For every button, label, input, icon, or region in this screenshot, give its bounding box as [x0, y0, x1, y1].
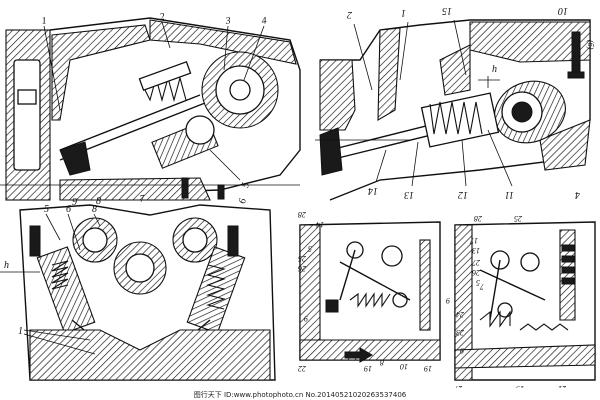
svg-text:6: 6 [237, 198, 249, 205]
svg-text:26: 26 [298, 264, 306, 273]
svg-text:27: 27 [471, 258, 480, 267]
svg-text:10: 10 [400, 362, 408, 371]
svg-text:13: 13 [472, 246, 480, 255]
svg-text:5: 5 [240, 182, 252, 189]
svg-text:15: 15 [442, 5, 452, 16]
svg-text:5: 5 [476, 278, 480, 287]
panel-bottom-left: 5 6 8 h 1 [0, 204, 276, 381]
svg-text:2: 2 [159, 11, 165, 23]
svg-text:1: 1 [41, 15, 47, 27]
watermark-band [0, 388, 600, 400]
svg-text:22: 22 [298, 364, 306, 373]
svg-text:25: 25 [298, 254, 306, 263]
svg-text:7: 7 [139, 193, 146, 205]
svg-text:10: 10 [558, 5, 568, 16]
svg-text:12: 12 [458, 189, 468, 200]
svg-text:19: 19 [424, 364, 432, 373]
svg-text:8: 8 [380, 358, 384, 367]
svg-text:13: 13 [404, 189, 414, 200]
svg-text:h: h [4, 260, 9, 271]
svg-text:28: 28 [298, 210, 306, 219]
svg-text:26: 26 [472, 268, 480, 277]
svg-text:23: 23 [456, 328, 464, 337]
svg-text:5: 5 [308, 244, 312, 253]
svg-text:6: 6 [66, 204, 71, 215]
svg-text:25: 25 [514, 214, 522, 223]
panel-top-left: 1 2 3 4 5 6 7 8 9 [0, 11, 301, 208]
svg-text:9: 9 [304, 314, 308, 323]
svg-text:28: 28 [474, 214, 482, 223]
svg-text:3: 3 [224, 15, 231, 27]
panel-bottom-right: 28 17 13 27 26 5 24 23 9 27 7 19 21 25 [453, 214, 596, 393]
svg-text:h: h [492, 64, 497, 75]
svg-text:2: 2 [347, 9, 352, 20]
svg-text:1: 1 [401, 7, 406, 18]
svg-text:4: 4 [575, 189, 580, 200]
svg-text:4: 4 [261, 15, 267, 27]
svg-text:9: 9 [446, 296, 450, 305]
panel-top-right: 2 1 15 10 (б) h 11 12 13 14 4 [315, 5, 595, 201]
svg-text:19: 19 [364, 364, 372, 373]
svg-text:14: 14 [368, 185, 378, 196]
svg-text:1: 1 [18, 326, 23, 337]
svg-text:7: 7 [479, 282, 484, 291]
svg-text:17: 17 [469, 236, 478, 245]
svg-text:11: 11 [505, 189, 514, 200]
svg-text:5: 5 [44, 204, 49, 215]
svg-text:9: 9 [460, 346, 464, 355]
watermark-text: 图行天下 ID:www.photophoto.cn No.20140521020… [194, 390, 407, 399]
svg-text:8: 8 [92, 204, 97, 215]
svg-text:8: 8 [96, 196, 101, 207]
svg-text:(б): (б) [586, 40, 595, 50]
panel-bottom-middle: 28 14 5 25 26 9 22 19 8 10 19 9 [298, 210, 450, 373]
svg-text:14: 14 [316, 220, 324, 229]
svg-text:24: 24 [456, 310, 464, 319]
svg-text:9: 9 [72, 197, 77, 208]
